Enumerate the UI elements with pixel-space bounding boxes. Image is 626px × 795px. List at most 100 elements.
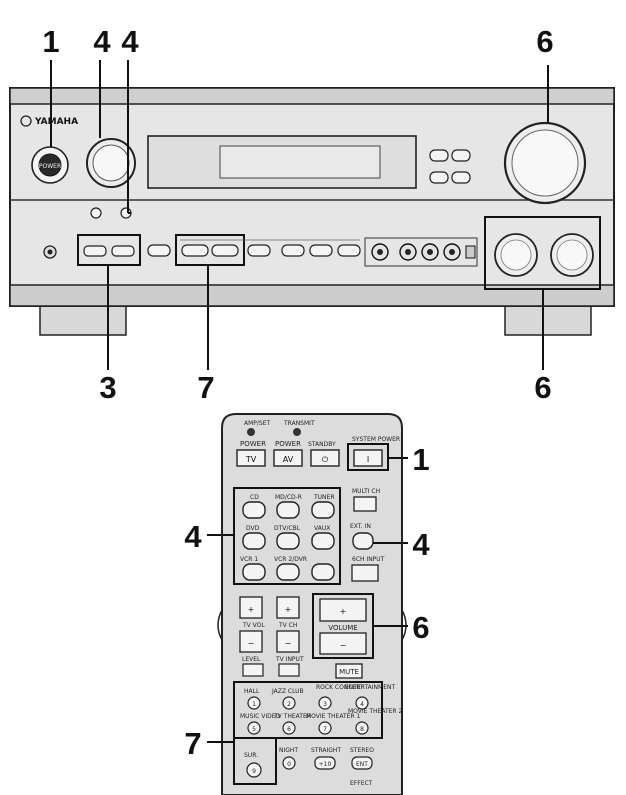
label-level: LEVEL xyxy=(242,656,261,663)
power-tv-label: TV xyxy=(245,455,257,464)
power-tv-button[interactable] xyxy=(236,449,266,467)
level-button[interactable] xyxy=(242,663,264,677)
mode-straight-button[interactable] xyxy=(314,756,336,770)
mode-hall-button[interactable] xyxy=(247,696,261,710)
callout-receiver-tone-knobs: 6 xyxy=(534,370,551,405)
mode-tv-theater-button[interactable] xyxy=(282,721,296,735)
power-av-button[interactable] xyxy=(273,449,303,467)
label-tv-input: TV INPUT xyxy=(275,656,304,663)
svg-text:6: 6 xyxy=(287,726,291,733)
receiver-tone-button[interactable] xyxy=(111,245,135,257)
receiver-small-button[interactable] xyxy=(429,149,449,162)
ext-in-button[interactable] xyxy=(352,532,374,550)
mode-label-movie2: MOVIE THEATER 2 xyxy=(348,708,403,715)
input-vcr1-button[interactable] xyxy=(242,563,266,581)
mute-button[interactable] xyxy=(335,663,363,679)
receiver-program-button[interactable] xyxy=(181,244,209,257)
6ch-input-button[interactable] xyxy=(351,564,379,582)
svg-text:+10: +10 xyxy=(319,761,332,768)
input-label-vcr1: VCR 1 xyxy=(240,556,258,563)
receiver-small-button[interactable] xyxy=(451,171,471,184)
receiver-small-knob[interactable] xyxy=(90,207,102,219)
receiver-small-button[interactable] xyxy=(429,171,449,184)
input-label-vcr2: VCR 2/DVR xyxy=(274,556,307,563)
svg-text:3: 3 xyxy=(323,701,327,708)
tv-vol-up-button[interactable] xyxy=(239,596,263,619)
receiver-program-button[interactable] xyxy=(147,244,171,257)
mode-label-night: NIGHT xyxy=(279,747,298,754)
input-label-dtv: DTV/CBL xyxy=(274,525,301,532)
mode-jazz-button[interactable] xyxy=(282,696,296,710)
input-vcr2-button[interactable] xyxy=(276,563,300,581)
svg-text:ENT: ENT xyxy=(356,761,368,768)
input-dvd-button[interactable] xyxy=(242,532,266,550)
callout-remote-volume: 6 xyxy=(412,610,429,645)
receiver-preset-button[interactable] xyxy=(337,244,361,257)
callout-receiver-tone: 3 xyxy=(99,370,116,405)
mode-sur-button[interactable] xyxy=(246,762,262,778)
tv-input-button[interactable] xyxy=(278,663,300,677)
mode-label-movie1: MOVIE THEATER 1 xyxy=(306,713,361,720)
input-extra-button[interactable] xyxy=(311,563,335,581)
receiver-callout-lines xyxy=(50,60,549,370)
callout-remote-system-power: 1 xyxy=(412,442,429,477)
mode-label-hall: HALL xyxy=(244,688,260,695)
mode-rock-button[interactable] xyxy=(318,696,332,710)
input-cd-button[interactable] xyxy=(242,501,266,519)
mode-stereo-button[interactable] xyxy=(351,756,373,770)
label-tv-vol: TV VOL xyxy=(242,622,265,629)
remote-label-amp-set: AMP/SET xyxy=(244,420,271,427)
svg-text:2: 2 xyxy=(287,701,291,708)
label-volume: VOLUME xyxy=(328,624,357,632)
svg-text:+: + xyxy=(285,605,292,614)
mode-movie2-button[interactable] xyxy=(355,721,369,735)
callout-receiver-input: 4 xyxy=(93,24,111,59)
input-tuner-button[interactable] xyxy=(311,501,335,519)
input-dtv-button[interactable] xyxy=(276,532,300,550)
tv-ch-up-button[interactable] xyxy=(276,596,300,619)
callout-remote-inputs: 4 xyxy=(184,519,202,554)
svg-text:4: 4 xyxy=(360,701,364,708)
transmit-led-icon xyxy=(293,428,301,436)
svg-text:+: + xyxy=(248,605,255,614)
svg-text:7: 7 xyxy=(323,726,327,733)
callout-receiver-input-2: 4 xyxy=(121,24,139,59)
system-power-button[interactable] xyxy=(353,449,383,467)
tv-vol-down-button[interactable] xyxy=(239,630,263,653)
input-vaux-button[interactable] xyxy=(311,532,335,550)
mode-night-button[interactable] xyxy=(282,756,296,770)
input-label-vaux: VAUX xyxy=(314,525,330,532)
receiver-preset-button[interactable] xyxy=(309,244,333,257)
volume-down-button[interactable] xyxy=(319,632,367,655)
volume-up-button[interactable] xyxy=(319,598,367,622)
label-ext-in: EXT. IN xyxy=(350,523,371,530)
receiver-program-button[interactable] xyxy=(211,244,239,257)
receiver-preset-button[interactable] xyxy=(281,244,305,257)
multi-ch-button[interactable] xyxy=(353,496,377,512)
svg-text:8: 8 xyxy=(360,726,364,733)
svg-text:5: 5 xyxy=(252,726,256,733)
standby-button[interactable] xyxy=(310,449,340,467)
mode-entertainment-button[interactable] xyxy=(355,696,369,710)
remote-label-standby: STANDBY xyxy=(308,441,336,448)
label-effect: EFFECT xyxy=(350,780,373,787)
input-md-button[interactable] xyxy=(276,501,300,519)
receiver-program-button[interactable] xyxy=(247,244,271,257)
mode-music-video-button[interactable] xyxy=(247,721,261,735)
remote-callout-lines xyxy=(207,457,408,743)
mode-movie1-button[interactable] xyxy=(318,721,332,735)
receiver-tone-button[interactable] xyxy=(83,245,107,257)
tv-ch-down-button[interactable] xyxy=(276,630,300,653)
svg-text:0: 0 xyxy=(287,761,291,768)
mode-label-tv-theater: TV THEATER xyxy=(273,713,311,720)
receiver-small-button[interactable] xyxy=(451,149,471,162)
mute-label: MUTE xyxy=(339,668,359,676)
svg-text:1: 1 xyxy=(252,701,256,708)
receiver: YAMAHA POWER xyxy=(9,87,615,336)
mode-label-sur: SUR. xyxy=(244,752,258,759)
receiver-video-aux-panel xyxy=(364,237,478,267)
highlight-box-remote-modes xyxy=(233,681,383,739)
input-label-tuner: TUNER xyxy=(313,494,335,501)
receiver-power-label: POWER xyxy=(39,163,61,170)
